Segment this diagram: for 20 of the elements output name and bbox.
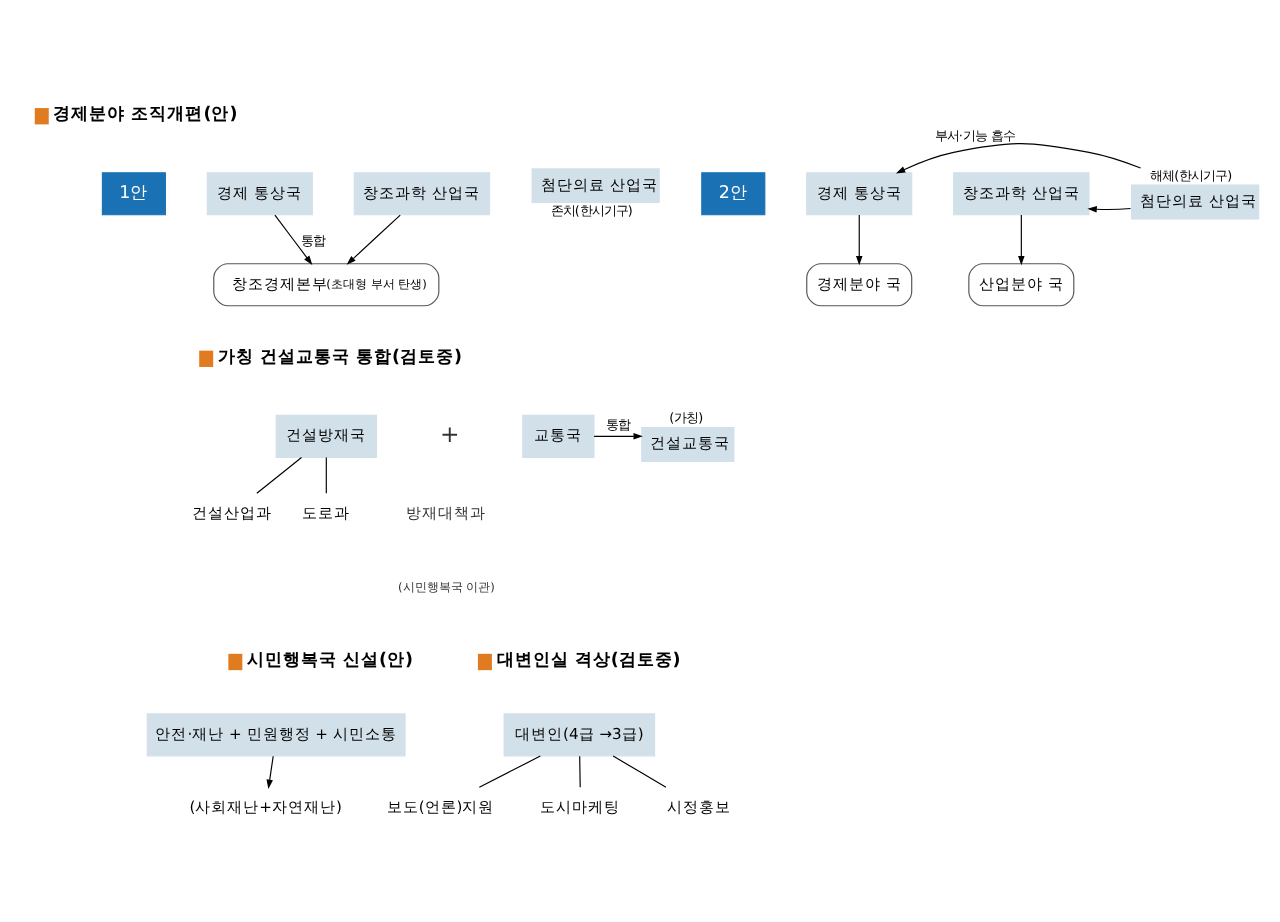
connector — [579, 754, 581, 787]
label: 경제분야 조직개편(안) — [53, 104, 238, 125]
node-box: 1안 — [101, 171, 166, 215]
arrow — [346, 213, 401, 264]
label: 대변인실 격상(검토중) — [496, 649, 681, 670]
label: 가칭 건설교통국 통합(검토중) — [217, 346, 463, 367]
arrow — [895, 142, 1142, 173]
label: + — [440, 419, 460, 448]
arrow — [855, 213, 863, 265]
label: 시민행복국 신설(안) — [247, 649, 414, 670]
arrow — [274, 213, 313, 264]
connector — [612, 754, 667, 787]
arrow — [1018, 213, 1025, 265]
node-box: 2안 — [701, 171, 766, 215]
arrow — [266, 754, 274, 788]
arrow — [593, 432, 643, 439]
connector — [256, 455, 303, 493]
connector — [478, 754, 541, 787]
arrow — [1087, 205, 1132, 212]
connector — [325, 455, 327, 493]
